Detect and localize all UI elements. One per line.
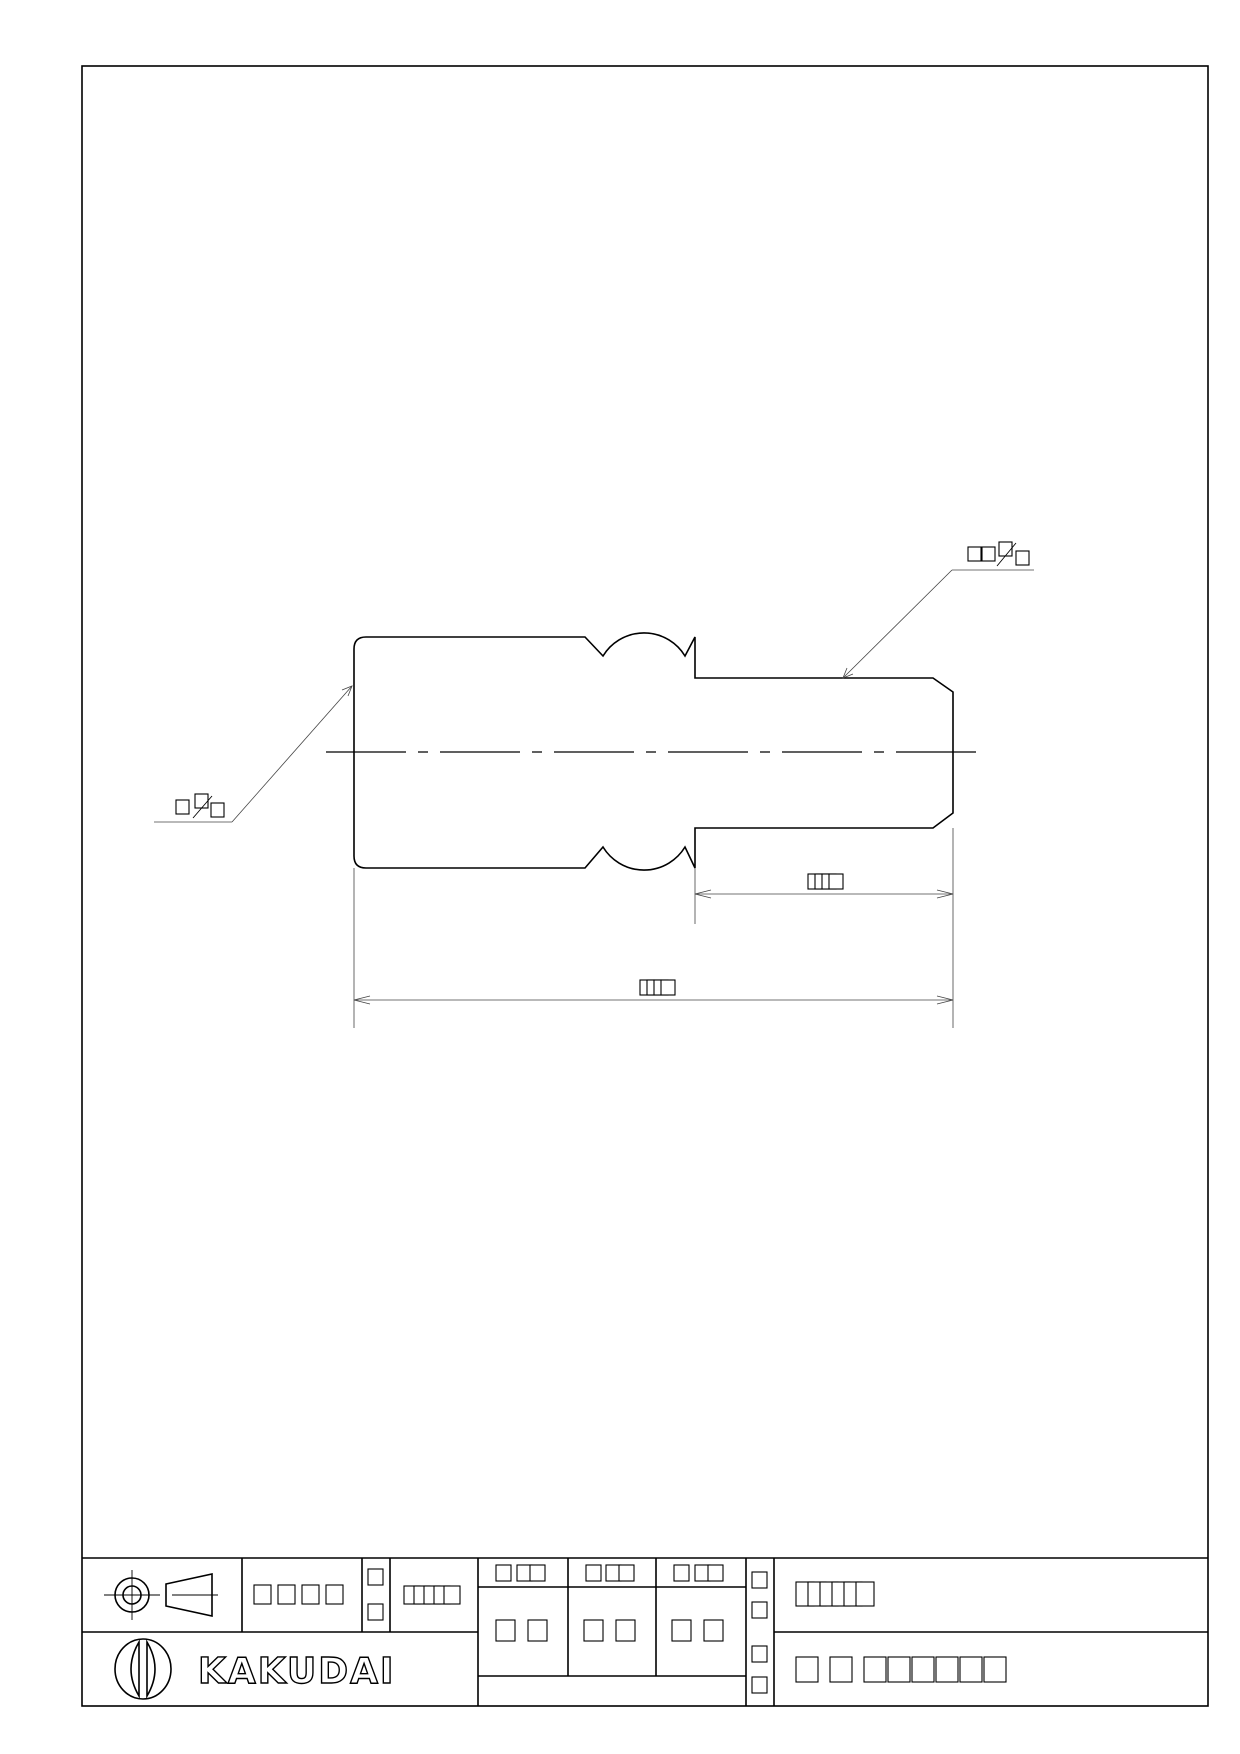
number-label: [751, 1645, 768, 1694]
name-label: [751, 1571, 768, 1619]
dimension-short: [694, 828, 954, 924]
leader-left-label: [175, 793, 225, 819]
leader-right: [842, 541, 1034, 679]
approval-name-1: [495, 1619, 548, 1642]
dimension-overall: [353, 868, 954, 1028]
dimension-short-value: [807, 873, 844, 890]
leader-left: [154, 685, 353, 823]
approval-name-2: [583, 1619, 636, 1642]
part-outline: [353, 632, 954, 871]
leader-right-label: [967, 541, 1030, 567]
kakudai-logo-icon: [114, 1638, 172, 1700]
part-view: [154, 541, 1034, 1028]
scale-field: [253, 1584, 344, 1605]
sheet-border: [81, 65, 1209, 1707]
dimension-overall-value: [639, 979, 676, 996]
approval-name-3: [671, 1619, 724, 1642]
part-name-field: [795, 1581, 875, 1607]
unit-label: [367, 1568, 384, 1621]
drawing-number-field: [795, 1656, 1007, 1683]
brand-name: KAKUDAI: [198, 1651, 395, 1692]
approval-header-1: [495, 1564, 546, 1582]
unit-field: [403, 1585, 461, 1605]
approval-header-2: [585, 1564, 635, 1582]
approval-header-3: [673, 1564, 724, 1582]
title-block: KAKUDAI: [82, 1557, 1208, 1706]
third-angle-projection-icon: [104, 1570, 218, 1620]
